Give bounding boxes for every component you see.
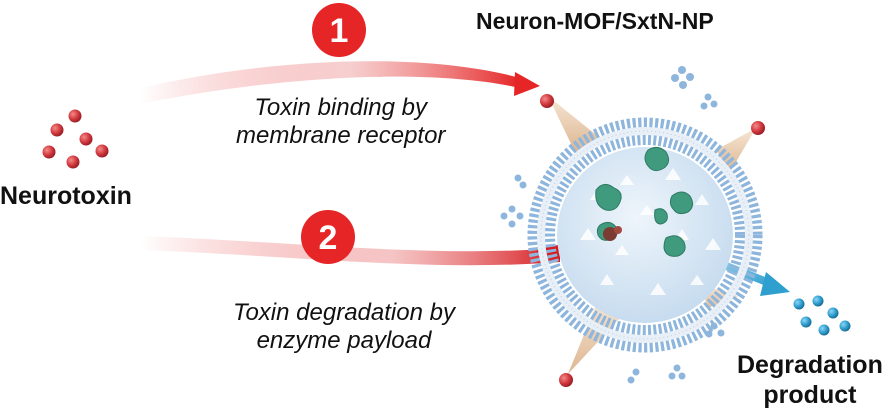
surface-glycans — [500, 66, 725, 384]
neurotoxin-label: Neurotoxin — [0, 182, 132, 210]
step-1-caption: Toxin binding by membrane receptor — [236, 94, 445, 150]
product-arrow-head — [760, 272, 790, 296]
degradation-product-line2: product — [763, 381, 857, 409]
step-1-number: 1 — [330, 12, 349, 50]
degradation-product-cluster — [793, 295, 851, 336]
degradation-product-label: Degradation product — [737, 350, 883, 410]
neurotoxin-cluster — [42, 109, 109, 169]
step-2-caption-line1: Toxin degradation by — [233, 299, 455, 326]
binding-arrow-band — [140, 61, 520, 104]
step-2-badge: 2 — [301, 210, 355, 264]
nanoparticle-title: Neuron-MOF/SxtN-NP — [476, 8, 714, 34]
toxin-inside — [603, 226, 622, 241]
step-2-caption-line2: enzyme payload — [256, 327, 432, 354]
step-2-caption: Toxin degradation by enzyme payload — [233, 299, 455, 355]
binding-arrow-head — [514, 72, 540, 96]
nanoparticle — [500, 66, 765, 387]
step-2-number: 2 — [319, 219, 338, 257]
degradation-product-line1: Degradation — [737, 351, 883, 379]
step-1-caption-line1: Toxin binding by — [254, 94, 427, 121]
step-1-caption-line2: membrane receptor — [236, 122, 446, 149]
enzyme-payload — [595, 146, 694, 257]
step-1-badge: 1 — [312, 3, 366, 57]
